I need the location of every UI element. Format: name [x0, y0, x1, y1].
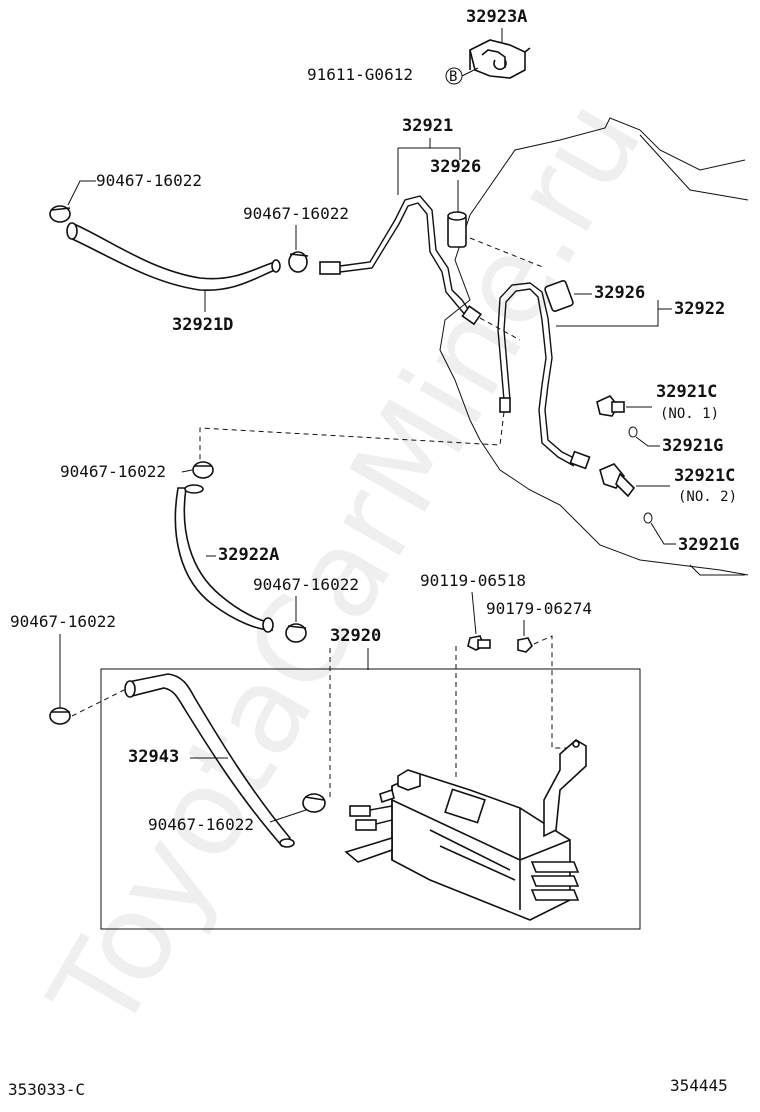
- label-32926-upper: 32926: [430, 157, 481, 177]
- pipe-32922: [497, 282, 591, 470]
- label-32921C-no2: 32921C: [674, 466, 735, 486]
- label-32921G-1: 32921G: [662, 436, 723, 456]
- hose-32943: [124, 673, 295, 848]
- label-32921: 32921: [402, 116, 453, 136]
- hose-32922A: [174, 484, 274, 633]
- label-32943: 32943: [128, 747, 179, 767]
- oil-cooler-32920: [344, 739, 587, 921]
- label-90119-06518: 90119-06518: [420, 571, 526, 590]
- label-90467-16022-c: 90467-16022: [60, 462, 166, 481]
- label-32921D: 32921D: [172, 315, 233, 335]
- assembly-box-32920: [100, 668, 641, 930]
- label-32921C-no1: 32921C: [656, 382, 717, 402]
- clip-90467-b: [288, 251, 309, 273]
- collar-32926-upper: [447, 211, 467, 248]
- label-32922: 32922: [674, 299, 725, 319]
- figure-code-left: 353033-C: [8, 1080, 85, 1099]
- label-90467-16022-d: 90467-16022: [253, 575, 359, 594]
- label-90467-16022-b: 90467-16022: [243, 204, 349, 223]
- clip-90467-c: [192, 461, 214, 479]
- nut-90179-06274: [517, 637, 533, 653]
- union-32921C-no1: [596, 395, 625, 417]
- bolt-90119-06518: [467, 635, 491, 651]
- label-90467-16022-a: 90467-16022: [96, 171, 202, 190]
- callout-b-letter: B: [449, 69, 457, 85]
- union-32921C-no2: [599, 463, 636, 498]
- label-no1: (NO. 1): [660, 406, 719, 422]
- label-no2: (NO. 2): [678, 489, 737, 505]
- label-90467-16022-e: 90467-16022: [10, 612, 116, 631]
- label-32926-lower: 32926: [594, 283, 645, 303]
- transmission-outline: [439, 117, 749, 576]
- label-32922A: 32922A: [218, 545, 279, 565]
- pipe-32921: [319, 195, 482, 326]
- clamp-32923A: [469, 39, 531, 79]
- clip-90467-f: [302, 793, 326, 813]
- label-32921G-2: 32921G: [678, 535, 739, 555]
- label-91611-G0612: 91611-G0612: [307, 65, 413, 84]
- hose-32921D: [66, 222, 281, 291]
- label-90179-06274: 90179-06274: [486, 599, 592, 618]
- clip-90467-e: [49, 707, 71, 725]
- label-32920: 32920: [330, 626, 381, 646]
- gasket-32921G-2: [643, 512, 653, 524]
- collar-32926-lower: [544, 280, 574, 312]
- clip-90467-d: [285, 623, 307, 643]
- gasket-32921G-1: [628, 426, 638, 438]
- watermark-text: ToyotaCarMine.ru: [24, 77, 669, 1055]
- figure-code-right: 354445: [670, 1076, 728, 1095]
- label-32923A: 32923A: [466, 7, 527, 27]
- clip-90467-a: [49, 205, 71, 223]
- label-90467-16022-f: 90467-16022: [148, 815, 254, 834]
